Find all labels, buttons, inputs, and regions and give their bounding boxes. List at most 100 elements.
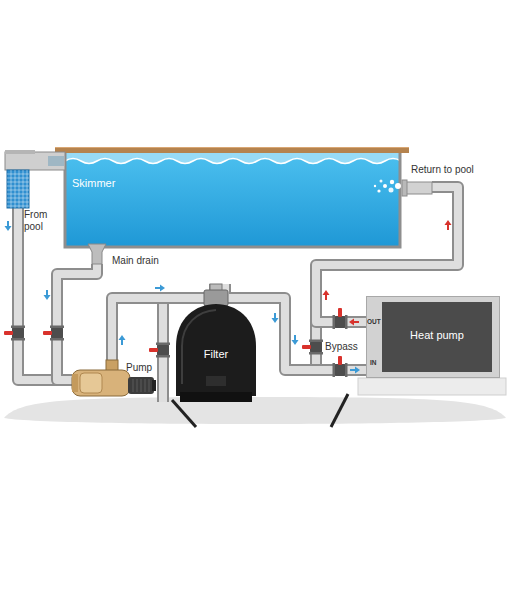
support-line bbox=[172, 400, 196, 427]
valve bbox=[333, 356, 348, 377]
mesh-line bbox=[7, 198, 29, 199]
tank-base bbox=[180, 392, 252, 402]
return-fitting bbox=[404, 182, 432, 194]
pool-wall bbox=[65, 153, 400, 247]
flow-arrow bbox=[323, 290, 330, 300]
flow-arrow bbox=[272, 313, 279, 323]
bypass-pipe bbox=[310, 322, 322, 370]
skimmer-basket bbox=[7, 170, 29, 208]
flow-arrow bbox=[44, 290, 51, 300]
arrow-head bbox=[44, 295, 51, 300]
pool-pump: Pump bbox=[72, 360, 156, 396]
component-label: Main drain bbox=[112, 255, 159, 267]
flow-arrow bbox=[349, 319, 359, 326]
flow-arrow bbox=[119, 335, 126, 345]
arrow-head bbox=[323, 290, 330, 295]
sand-filter: Filter bbox=[168, 284, 264, 402]
arrow-head bbox=[349, 319, 354, 326]
pipe-body bbox=[18, 208, 72, 380]
bypass-valve bbox=[302, 340, 323, 355]
heat-pump-base bbox=[358, 378, 506, 395]
return-flange bbox=[402, 180, 407, 196]
pump-inlet bbox=[72, 374, 78, 392]
diagram-label: Bypass bbox=[325, 341, 358, 353]
flow-arrow bbox=[5, 221, 12, 231]
valve bbox=[149, 343, 170, 358]
heat-pump: Heat pump bbox=[366, 296, 500, 378]
arrow-head bbox=[5, 226, 12, 231]
sand-filter-shape bbox=[168, 284, 264, 402]
pipe-outline bbox=[18, 208, 72, 380]
mesh-line bbox=[7, 190, 29, 191]
component-label: Heat pump bbox=[382, 329, 492, 342]
mesh-line bbox=[7, 186, 29, 187]
skimmer-housing bbox=[5, 152, 65, 170]
tank-window bbox=[206, 376, 226, 386]
component-label: Skimmer bbox=[72, 177, 115, 190]
main-drain: Main drain bbox=[88, 244, 106, 264]
valve bbox=[333, 308, 348, 329]
waste-pipe bbox=[157, 298, 169, 402]
diagram-label: From pool bbox=[24, 209, 54, 233]
skimmer-lid bbox=[5, 150, 35, 154]
motor-fin bbox=[145, 379, 146, 392]
pipe-outline bbox=[57, 264, 97, 380]
pump-body bbox=[72, 370, 130, 396]
diagram-label: IN bbox=[370, 359, 377, 367]
pool-deck bbox=[55, 147, 409, 153]
mesh-line bbox=[7, 202, 29, 203]
skimmer-shape bbox=[4, 150, 66, 208]
flow-arrow bbox=[292, 335, 299, 345]
arrow-head bbox=[355, 367, 360, 374]
pool-surface bbox=[65, 153, 401, 164]
drain-fitting bbox=[88, 244, 106, 264]
pool-waves bbox=[65, 159, 401, 164]
pool-water bbox=[65, 153, 400, 246]
component-label: Pump bbox=[126, 362, 152, 374]
arrow-head bbox=[292, 340, 299, 345]
pump-motor bbox=[128, 377, 154, 394]
arrow-head bbox=[445, 220, 452, 225]
bypass-pipe bbox=[312, 322, 320, 370]
motor-fin bbox=[133, 379, 134, 392]
component-label: Return to pool bbox=[411, 164, 474, 176]
heat-pump-casing bbox=[367, 297, 500, 378]
arrow-head bbox=[272, 318, 279, 323]
return-spray bbox=[374, 180, 401, 193]
valve bbox=[4, 326, 25, 341]
support-line bbox=[331, 394, 348, 427]
tank-highlight bbox=[182, 310, 216, 384]
arrow-head bbox=[119, 335, 126, 340]
mesh-line bbox=[7, 182, 29, 183]
mesh-line bbox=[7, 174, 29, 175]
valve bbox=[43, 326, 64, 341]
return-inlet: Return to pool bbox=[404, 180, 432, 196]
pump-lid bbox=[80, 373, 102, 393]
flow-arrow bbox=[155, 285, 165, 292]
pipe-connector bbox=[44, 264, 98, 380]
main-drain-shape bbox=[88, 244, 106, 264]
multiport-valve bbox=[204, 290, 228, 306]
skimmer: Skimmer bbox=[4, 150, 66, 208]
ground bbox=[4, 397, 506, 424]
waste-pipe bbox=[159, 298, 167, 402]
motor-fin bbox=[141, 379, 142, 392]
arrow-head bbox=[160, 285, 165, 292]
component-label: Filter bbox=[168, 348, 264, 361]
pool-deck-edge bbox=[55, 147, 409, 148]
mesh-line bbox=[7, 206, 29, 207]
motor-cap bbox=[152, 380, 156, 391]
mesh-line bbox=[7, 194, 29, 195]
motor-fin bbox=[137, 379, 138, 392]
pipe-body bbox=[57, 264, 97, 380]
motor-fin bbox=[149, 379, 150, 392]
flow-arrow bbox=[445, 220, 452, 230]
mesh-line bbox=[7, 178, 29, 179]
basket-mesh bbox=[7, 170, 29, 208]
return-inlet-shape bbox=[404, 180, 432, 196]
diagram-label: OUT bbox=[367, 318, 381, 326]
flow-arrow bbox=[350, 367, 360, 374]
skimmer-mouth bbox=[48, 156, 64, 166]
heat-pump-panel bbox=[382, 302, 492, 372]
